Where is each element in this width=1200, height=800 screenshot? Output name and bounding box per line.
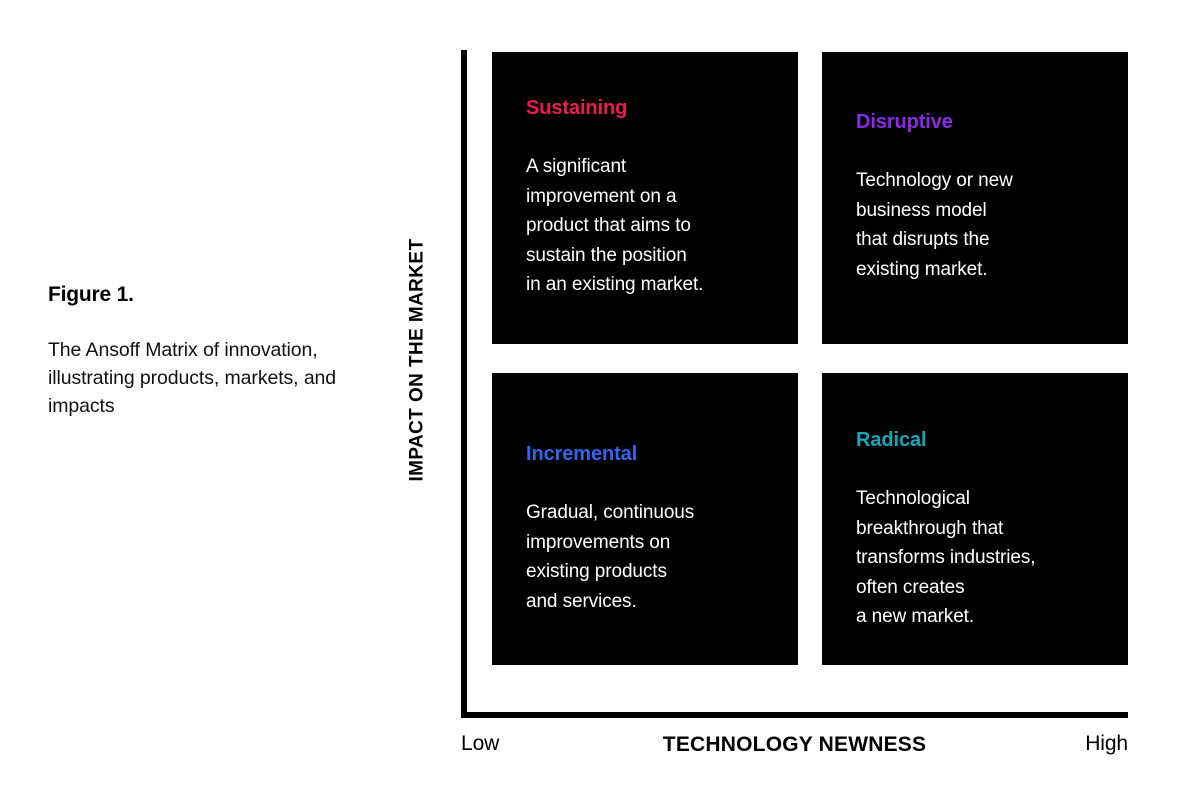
matrix-grid: Sustaining A significant improvement on … bbox=[492, 52, 1128, 665]
x-axis-label-text: TECHNOLOGY NEWNESS bbox=[662, 733, 927, 756]
quadrant-disruptive: Disruptive Technology or new business mo… bbox=[822, 52, 1128, 344]
y-axis-label-text: IMPACT ON THE MARKET bbox=[407, 238, 428, 482]
figure-caption-body: The Ansoff Matrix of innovation, illustr… bbox=[48, 339, 337, 417]
x-axis-tick-low: Low bbox=[461, 732, 500, 755]
quadrant-body: Technology or new business model that di… bbox=[856, 170, 1013, 280]
quadrant-radical: Radical Technological breakthrough that … bbox=[822, 373, 1128, 665]
x-axis-label-row: Low TECHNOLOGY NEWNESS High bbox=[461, 732, 1128, 766]
quadrant-incremental: Incremental Gradual, continuous improvem… bbox=[492, 373, 798, 665]
quadrant-title: Disruptive bbox=[856, 111, 953, 133]
figure-caption: Figure 1. The Ansoff Matrix of innovatio… bbox=[48, 282, 378, 420]
quadrant-body: Gradual, continuous improvements on exis… bbox=[526, 502, 695, 612]
x-axis-tick-high: High bbox=[1085, 732, 1128, 755]
quadrant-title: Incremental bbox=[526, 443, 638, 465]
quadrant-sustaining: Sustaining A significant improvement on … bbox=[492, 52, 798, 344]
quadrant-body: A significant improvement on a product t… bbox=[526, 156, 704, 295]
y-axis-label: IMPACT ON THE MARKET bbox=[398, 50, 438, 670]
y-axis-line bbox=[461, 50, 467, 718]
x-axis-line bbox=[461, 712, 1128, 718]
quadrant-title: Radical bbox=[856, 429, 927, 451]
figure-caption-title: Figure 1. bbox=[48, 283, 134, 306]
quadrant-body: Technological breakthrough that transfor… bbox=[856, 488, 1036, 627]
quadrant-title: Sustaining bbox=[526, 97, 628, 119]
